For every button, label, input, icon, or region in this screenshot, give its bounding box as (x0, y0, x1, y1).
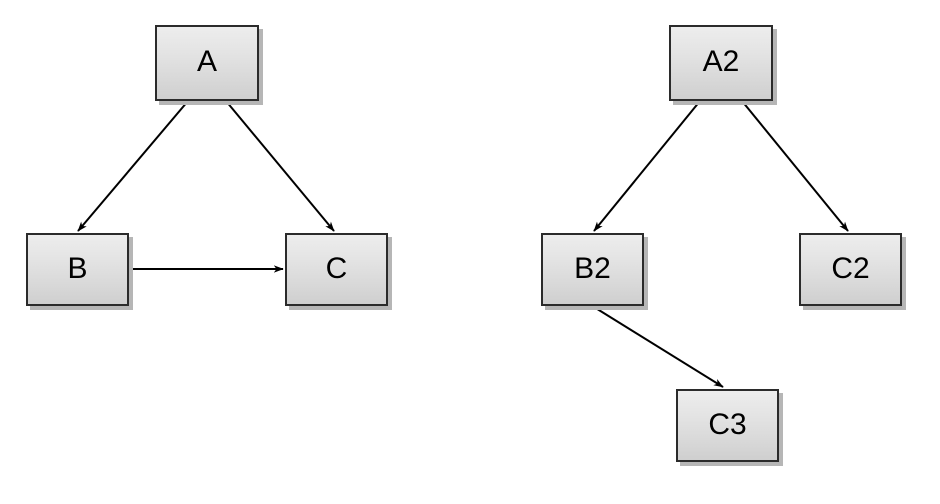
node-a[interactable]: A (155, 25, 259, 101)
node-label-c2: C2 (831, 251, 870, 285)
node-b[interactable]: B (26, 233, 129, 306)
node-c2[interactable]: C2 (799, 233, 902, 306)
edge-a-to-c (225, 100, 335, 232)
edge-a2-to-b2 (593, 100, 701, 232)
node-a2[interactable]: A2 (669, 25, 773, 101)
node-label-b: B (67, 251, 88, 285)
node-c[interactable]: C (285, 233, 388, 306)
node-label-c3: C3 (708, 407, 747, 441)
edges-group (77, 100, 849, 388)
node-c3[interactable]: C3 (676, 389, 779, 462)
node-label-a2: A2 (702, 45, 740, 78)
node-label-a: A (196, 45, 217, 78)
node-label-b2: B2 (574, 251, 611, 285)
edge-a-to-b (77, 100, 189, 232)
edge-a2-to-c2 (741, 100, 849, 232)
node-b2[interactable]: B2 (541, 233, 644, 306)
edge-b2-to-c3 (593, 306, 724, 388)
node-label-c: C (325, 251, 348, 285)
